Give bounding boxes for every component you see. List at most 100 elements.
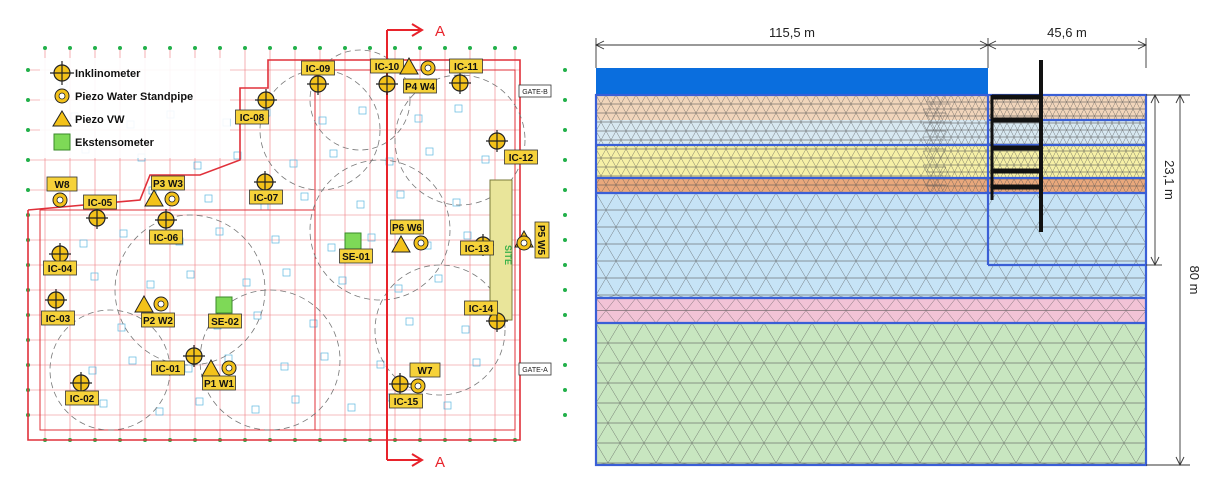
legend: Inklinometer Piezo Water Standpipe Piezo… xyxy=(40,58,230,158)
ic15-label: IC-15 xyxy=(394,397,419,408)
ic10-inclinometer-icon xyxy=(376,73,398,95)
ic09-tag-box xyxy=(301,60,335,76)
ic13-tag-box xyxy=(460,240,494,256)
ic08-marker xyxy=(255,89,277,111)
layer-boundaries xyxy=(594,93,1148,467)
p4w4-tag-box xyxy=(403,78,437,94)
ic09-label: IC-09 xyxy=(306,64,331,75)
ic11-tag-box xyxy=(449,58,483,74)
se01-extensometer-icon xyxy=(344,232,362,250)
dim-left-label: 115,5 m xyxy=(769,25,815,40)
legend-piezo-vw: Piezo VW xyxy=(75,114,125,126)
p1w1-standpipe-icon xyxy=(221,360,237,376)
p2w2-tag-box xyxy=(141,312,175,328)
site-label: SITE xyxy=(503,245,513,265)
gate-a: GATE-A xyxy=(518,362,552,376)
ic09-inclinometer-icon xyxy=(307,73,329,95)
ic14-label: IC-14 xyxy=(469,304,494,315)
p3w3-standpipe-icon xyxy=(164,191,180,207)
ic08-label: IC-08 xyxy=(240,113,265,124)
ic13-label: IC-13 xyxy=(465,244,490,255)
ic12-label: IC-12 xyxy=(509,153,534,164)
ic10-label: IC-10 xyxy=(375,62,400,73)
p2w2-label: P2 W2 xyxy=(143,316,173,327)
se02-label: SE-02 xyxy=(211,317,239,328)
vw-legend-icon xyxy=(52,110,72,127)
section-marker-top: A xyxy=(435,23,445,40)
ic14-tag-box xyxy=(464,300,498,316)
p3w3-label: P3 W3 xyxy=(153,179,183,190)
extensometer-legend-icon xyxy=(53,133,71,151)
ic02-tag-box xyxy=(65,390,99,406)
p1w1-vw-icon xyxy=(201,358,221,377)
ic06-tag-box xyxy=(149,229,183,245)
p5w5-tag: P5 W5 xyxy=(534,221,550,259)
dim-total-depth-label: 80 m xyxy=(1187,266,1202,295)
site-plan: SITE GATE-B GATE-A A A IC-09 IC-10 P4 W4 IC… xyxy=(26,23,567,471)
p3w3-tag-box xyxy=(151,175,185,191)
gate-b-label: GATE-B xyxy=(522,89,548,96)
svg-text:P5 W5: P5 W5 xyxy=(535,225,546,255)
p6w6-standpipe-icon xyxy=(413,235,429,251)
ic07-label: IC-07 xyxy=(254,193,279,204)
se01-tag-box xyxy=(339,248,373,264)
soil-layer-7 xyxy=(596,323,1146,465)
section-marker-bottom: A xyxy=(435,454,445,471)
ic07-inclinometer-icon xyxy=(254,171,276,193)
p6w6-vw-icon xyxy=(391,234,411,253)
p3w3-vw-icon xyxy=(144,188,164,207)
ic12-inclinometer-icon xyxy=(486,130,508,152)
ic04-label: IC-04 xyxy=(48,264,73,275)
se01-label: SE-01 xyxy=(342,252,370,263)
ic14-inclinometer-icon xyxy=(486,310,508,332)
w7-tag-box xyxy=(409,362,441,378)
ic05-tag-box xyxy=(83,194,117,210)
ic11-inclinometer-icon xyxy=(449,72,471,94)
inclinometer-legend-icon xyxy=(50,61,74,85)
se02-tag-box xyxy=(208,313,242,329)
w8-label: W8 xyxy=(55,180,70,191)
p6w6-tag-box xyxy=(390,219,424,235)
ic07-tag-box xyxy=(249,189,283,205)
water-layer xyxy=(596,68,988,95)
ic15-inclinometer-icon xyxy=(389,373,411,395)
ic03-inclinometer-icon xyxy=(45,289,67,311)
p4w4-vw-icon xyxy=(399,56,419,75)
p5w5-standpipe-icon xyxy=(516,235,532,251)
section-line-a xyxy=(386,23,424,467)
dim-right-label: 45,6 m xyxy=(1047,25,1087,40)
ic01-inclinometer-icon xyxy=(183,345,205,367)
p4w4-standpipe-icon xyxy=(420,60,436,76)
ic04-tag-box xyxy=(43,260,77,276)
ic06-label: IC-06 xyxy=(154,233,179,244)
legend-piezo-standpipe: Piezo Water Standpipe xyxy=(75,91,193,103)
ic12-tag-box xyxy=(504,149,538,165)
w8-standpipe-icon xyxy=(52,192,68,208)
dimension-vertical xyxy=(1146,93,1190,467)
ic06-inclinometer-icon xyxy=(155,209,177,231)
p6w6-label: P6 W6 xyxy=(392,223,422,234)
w8-tag-box xyxy=(46,176,78,192)
ic05-label: IC-05 xyxy=(88,198,113,209)
legend-extensometer: Ekstensometer xyxy=(75,137,155,149)
ic08-tag-box xyxy=(235,109,269,125)
standpipe-legend-icon xyxy=(54,88,70,104)
ic15-tag-box xyxy=(389,393,423,409)
p4w4-label: P4 W4 xyxy=(405,82,435,93)
p2w2-vw-icon xyxy=(134,294,154,313)
p2w2-standpipe-icon xyxy=(153,296,169,312)
ic03-tag-box xyxy=(41,310,75,326)
ic01-label: IC-01 xyxy=(156,364,181,375)
ic05-inclinometer-icon xyxy=(86,207,108,229)
ic03-label: IC-03 xyxy=(46,314,71,325)
se02-extensometer-icon xyxy=(215,296,233,314)
ic01-tag-box xyxy=(151,360,185,376)
legend-inclinometer: Inklinometer xyxy=(75,68,141,80)
site-boundary xyxy=(27,59,521,441)
p1w1-label: P1 W1 xyxy=(204,379,234,390)
dimension-horizontal xyxy=(594,38,1148,68)
retaining-wall xyxy=(990,60,1043,232)
ic10-tag-box xyxy=(370,58,404,74)
